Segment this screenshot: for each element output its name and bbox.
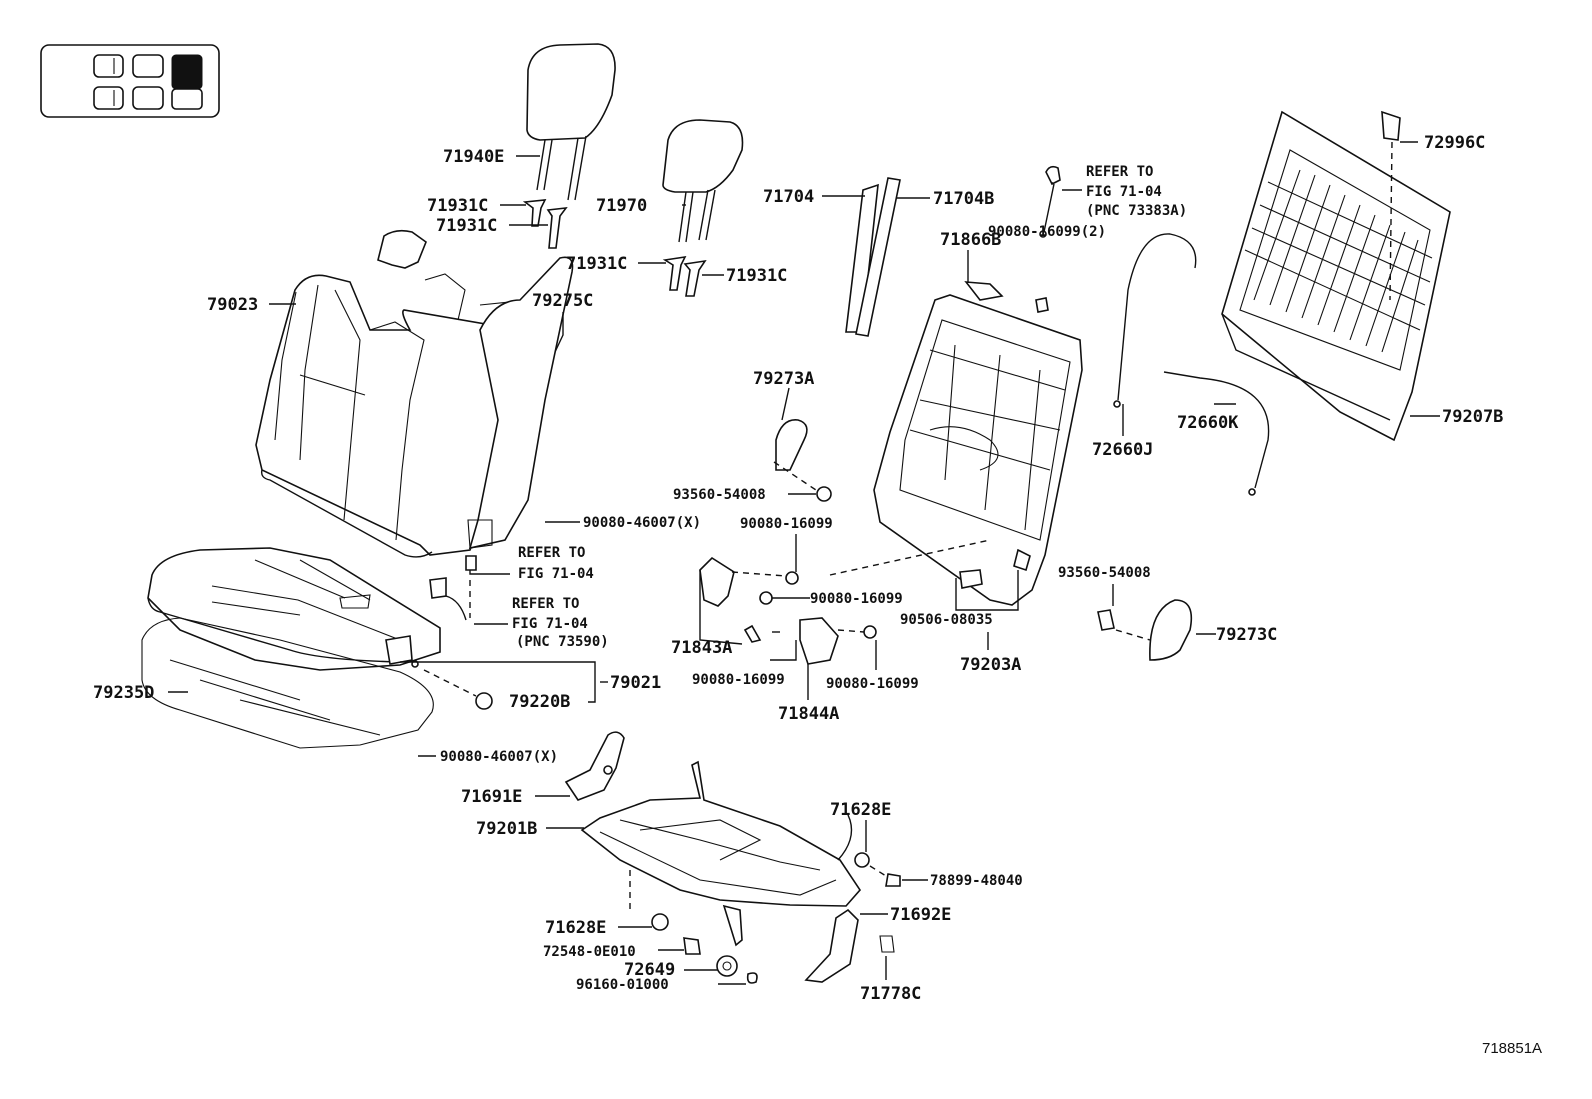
seatback-frame bbox=[873, 294, 1083, 606]
label-90080-16099-2[interactable]: 90080-16099(2) bbox=[988, 224, 1106, 240]
label-71692E[interactable]: 71692E bbox=[890, 905, 951, 925]
label-93560-54008-b[interactable]: 93560-54008 bbox=[1058, 565, 1151, 581]
cable-j bbox=[1113, 233, 1197, 408]
lock-cable-small bbox=[1039, 165, 1061, 238]
label-79201B[interactable]: 79201B bbox=[476, 819, 537, 839]
label-71691E[interactable]: 71691E bbox=[461, 787, 522, 807]
label-78899-48040[interactable]: 78899-48040 bbox=[930, 873, 1023, 889]
locator-selected-seat bbox=[171, 54, 203, 90]
label-71931C-b[interactable]: 71931C bbox=[436, 216, 497, 236]
label-79021[interactable]: 79021 bbox=[610, 673, 661, 693]
strap bbox=[845, 177, 901, 337]
label-71704[interactable]: 71704 bbox=[763, 187, 814, 207]
clip bbox=[423, 669, 493, 710]
refer-b-line-2: FIG 71-04 bbox=[518, 566, 594, 582]
refer-note-a: REFER TO FIG 71-04 (PNC 73383A) bbox=[1086, 164, 1187, 219]
refer-a-line-3: (PNC 73383A) bbox=[1086, 203, 1187, 219]
locator-row-2 bbox=[93, 86, 203, 110]
label-79273C[interactable]: 79273C bbox=[1216, 625, 1277, 645]
bushing-lower bbox=[651, 913, 758, 984]
label-72660K[interactable]: 72660K bbox=[1177, 413, 1239, 433]
hinge-upper bbox=[964, 281, 1049, 313]
cushion-pad bbox=[141, 617, 434, 749]
label-71866B[interactable]: 71866B bbox=[940, 230, 1001, 250]
label-79023[interactable]: 79023 bbox=[207, 295, 258, 315]
label-71970[interactable]: 71970 bbox=[596, 196, 647, 216]
cover-upper bbox=[775, 419, 808, 471]
label-79203A[interactable]: 79203A bbox=[960, 655, 1021, 675]
back-board bbox=[1221, 110, 1451, 442]
label-79273A[interactable]: 79273A bbox=[753, 369, 814, 389]
label-71931C-c[interactable]: 71931C bbox=[566, 254, 627, 274]
seat-locator[interactable] bbox=[40, 44, 220, 118]
label-72649[interactable]: 72649 bbox=[624, 960, 675, 980]
part-labels: 71940E 71931C 71931C 71970 71931C 71931C… bbox=[93, 133, 1503, 1004]
label-72548-0E010[interactable]: 72548-0E010 bbox=[543, 944, 636, 960]
figure-code: 718851A bbox=[1482, 1040, 1542, 1057]
label-93560-54008-a[interactable]: 93560-54008 bbox=[673, 487, 766, 503]
label-79220B[interactable]: 79220B bbox=[509, 692, 570, 712]
label-90506-08035[interactable]: 90506-08035 bbox=[900, 612, 993, 628]
headrest-outer bbox=[526, 43, 616, 201]
screw-a bbox=[773, 461, 832, 502]
label-72660J[interactable]: 72660J bbox=[1092, 440, 1153, 460]
refer-c-line-3: (PNC 73590) bbox=[516, 634, 609, 650]
label-71843A[interactable]: 71843A bbox=[671, 638, 732, 658]
refer-b-line-1: REFER TO bbox=[518, 545, 585, 561]
refer-note-c: REFER TO FIG 71-04 (PNC 73590) bbox=[429, 555, 609, 650]
label-71931C-d[interactable]: 71931C bbox=[726, 266, 787, 286]
label-71704B[interactable]: 71704B bbox=[933, 189, 994, 209]
label-90080-16099-d[interactable]: 90080-16099 bbox=[692, 672, 785, 688]
headrest-center bbox=[662, 119, 744, 243]
label-90080-16099-e[interactable]: 90080-16099 bbox=[826, 676, 919, 692]
label-90080-46007-upper[interactable]: 90080-46007(X) bbox=[583, 515, 701, 531]
locator-row-1 bbox=[93, 54, 203, 90]
cover-lower bbox=[564, 731, 625, 801]
label-71931C-a[interactable]: 71931C bbox=[427, 196, 488, 216]
headrest-support-b bbox=[546, 207, 568, 249]
hinge-left bbox=[699, 556, 799, 643]
headrest-support-c bbox=[662, 255, 687, 291]
bushing-upper bbox=[854, 852, 901, 887]
refer-c-line-2: FIG 71-04 bbox=[512, 616, 588, 632]
seatback-cover bbox=[467, 256, 574, 550]
cushion-assembly bbox=[147, 547, 441, 671]
label-72996C[interactable]: 72996C bbox=[1424, 133, 1485, 153]
label-71628E-lower[interactable]: 71628E bbox=[545, 918, 606, 938]
headrest-support-d bbox=[683, 259, 707, 297]
cover-right bbox=[1097, 599, 1193, 661]
refer-a-line-1: REFER TO bbox=[1086, 164, 1153, 180]
label-90080-46007-lower[interactable]: 90080-46007(X) bbox=[440, 749, 558, 765]
headrest-support-a bbox=[522, 199, 547, 227]
leader-lines bbox=[168, 141, 1440, 985]
hinge-right bbox=[799, 539, 991, 665]
bracket-lower bbox=[804, 908, 895, 983]
refer-c-line-1: REFER TO bbox=[512, 596, 579, 612]
cushion-frame bbox=[580, 760, 862, 947]
label-71778C[interactable]: 71778C bbox=[860, 984, 921, 1004]
refer-a-line-2: FIG 71-04 bbox=[1086, 184, 1162, 200]
label-79235D[interactable]: 79235D bbox=[93, 683, 154, 703]
cable-k bbox=[1163, 371, 1270, 496]
label-71844A[interactable]: 71844A bbox=[778, 704, 839, 724]
label-71940E[interactable]: 71940E bbox=[443, 147, 504, 167]
label-90080-16099-b[interactable]: 90080-16099 bbox=[740, 516, 833, 532]
label-90080-16099-c[interactable]: 90080-16099 bbox=[810, 591, 903, 607]
label-79207B[interactable]: 79207B bbox=[1442, 407, 1503, 427]
label-79275C[interactable]: 79275C bbox=[532, 291, 593, 311]
label-71628E-upper[interactable]: 71628E bbox=[830, 800, 891, 820]
refer-note-b: REFER TO FIG 71-04 bbox=[469, 545, 594, 582]
seatback-assembly bbox=[255, 229, 533, 558]
label-96160-01000[interactable]: 96160-01000 bbox=[576, 977, 669, 993]
